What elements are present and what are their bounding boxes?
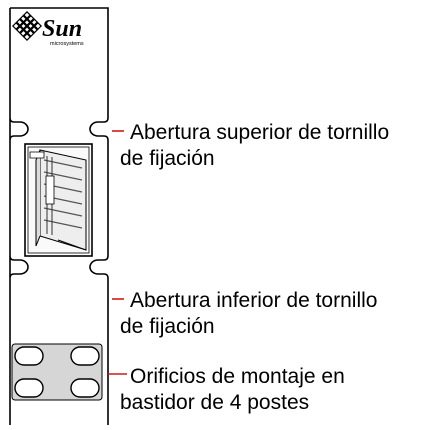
- callout-lower-slot: Abertura inferior de tornillo de fijació…: [120, 288, 378, 340]
- logo-brand: Sun: [42, 16, 82, 42]
- callout-upper-slot-line2: de fijación: [120, 147, 215, 170]
- mounting-hole: [14, 346, 44, 366]
- logo-tagline: microsystems: [50, 41, 84, 47]
- callout-upper-slot-line1: Abertura superior de tornillo: [130, 121, 390, 144]
- callout-lower-slot-line1: Abertura inferior de tornillo: [130, 289, 378, 312]
- callout-mounting-holes: Orificios de montaje en bastidor de 4 po…: [120, 364, 345, 416]
- sun-logo: Sun microsystems: [12, 11, 84, 47]
- mounting-holes-pad: [11, 343, 103, 401]
- sun-diamond-logo-icon: [12, 11, 42, 41]
- mounting-hole: [14, 378, 44, 398]
- mounting-hole: [70, 378, 100, 398]
- callout-mounting-holes-line1: Orificios de montaje en: [130, 365, 345, 388]
- rack-rail-thumbnail-icon: [24, 143, 93, 257]
- mounting-hole: [70, 346, 100, 366]
- callout-upper-slot: Abertura superior de tornillo de fijació…: [120, 120, 390, 172]
- callout-mounting-holes-line2: bastidor de 4 postes: [120, 391, 310, 414]
- callout-lower-slot-line2: de fijación: [120, 315, 215, 338]
